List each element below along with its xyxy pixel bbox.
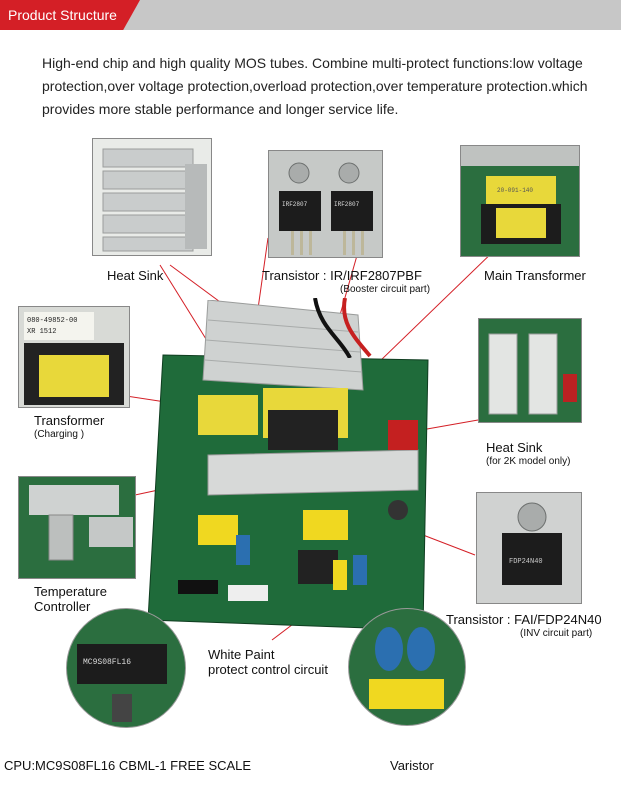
transistor-irf-note: (Booster circuit part) — [340, 284, 431, 295]
main-transformer-sticker: 20-091-140 — [497, 187, 533, 194]
transformer-photo: 080-49852-00 XR 1512 — [18, 306, 130, 408]
varistor-photo — [348, 608, 466, 726]
cpu-label: CPU:MC9S08FL16 CBML-1 FREE SCALE — [4, 758, 252, 773]
temperature-controller-label-2: Controller — [34, 599, 91, 614]
main-transformer-photo: 20-091-140 — [460, 145, 580, 257]
transistor-fai-photo: FDP24N40 — [476, 492, 582, 604]
transformer-sticker-1: 080-49852-00 — [27, 317, 77, 325]
heat-sink-2k-photo — [478, 318, 582, 423]
white-paint-label-2: protect control circuit — [208, 662, 328, 677]
section-title-tab: Product Structure — [0, 0, 140, 30]
varistor-label: Varistor — [390, 758, 434, 773]
transformer-note: (Charging ) — [34, 429, 85, 440]
heat-sink-photo — [92, 138, 212, 256]
heat-sink-2k-label: Heat Sink — [486, 440, 543, 455]
heat-sink-label: Heat Sink — [107, 268, 164, 283]
irf-chip-text-2: IRF2807 — [334, 201, 360, 208]
temperature-controller-label-1: Temperature — [34, 584, 107, 599]
transformer-label: Transformer — [34, 413, 105, 428]
transistor-irf-label: Transistor : IR/IRF2807PBF — [262, 268, 422, 283]
transistor-irf-photo: IRF2807 IRF2807 — [268, 150, 383, 258]
transistor-fai-label: Transistor : FAI/FDP24N40 — [446, 612, 602, 627]
fai-chip-text: FDP24N40 — [509, 558, 543, 566]
section-header: Product Structure — [0, 0, 621, 30]
irf-chip-text-1: IRF2807 — [282, 201, 308, 208]
pcb-board-photo — [138, 299, 438, 631]
cpu-photo: MC9S08FL16 — [66, 608, 186, 728]
temperature-controller-photo — [18, 476, 136, 579]
transistor-fai-note: (INV circuit part) — [520, 628, 593, 639]
heat-sink-2k-note: (for 2K model only) — [486, 456, 571, 467]
board-wires — [310, 297, 380, 359]
main-transformer-label: Main Transformer — [484, 268, 586, 283]
cpu-chip-text: MC9S08FL16 — [83, 658, 131, 667]
white-paint-label-1: White Paint — [208, 647, 275, 662]
transformer-sticker-2: XR 1512 — [27, 328, 56, 336]
intro-text: High-end chip and high quality MOS tubes… — [42, 55, 588, 117]
section-title: Product Structure — [8, 7, 117, 23]
